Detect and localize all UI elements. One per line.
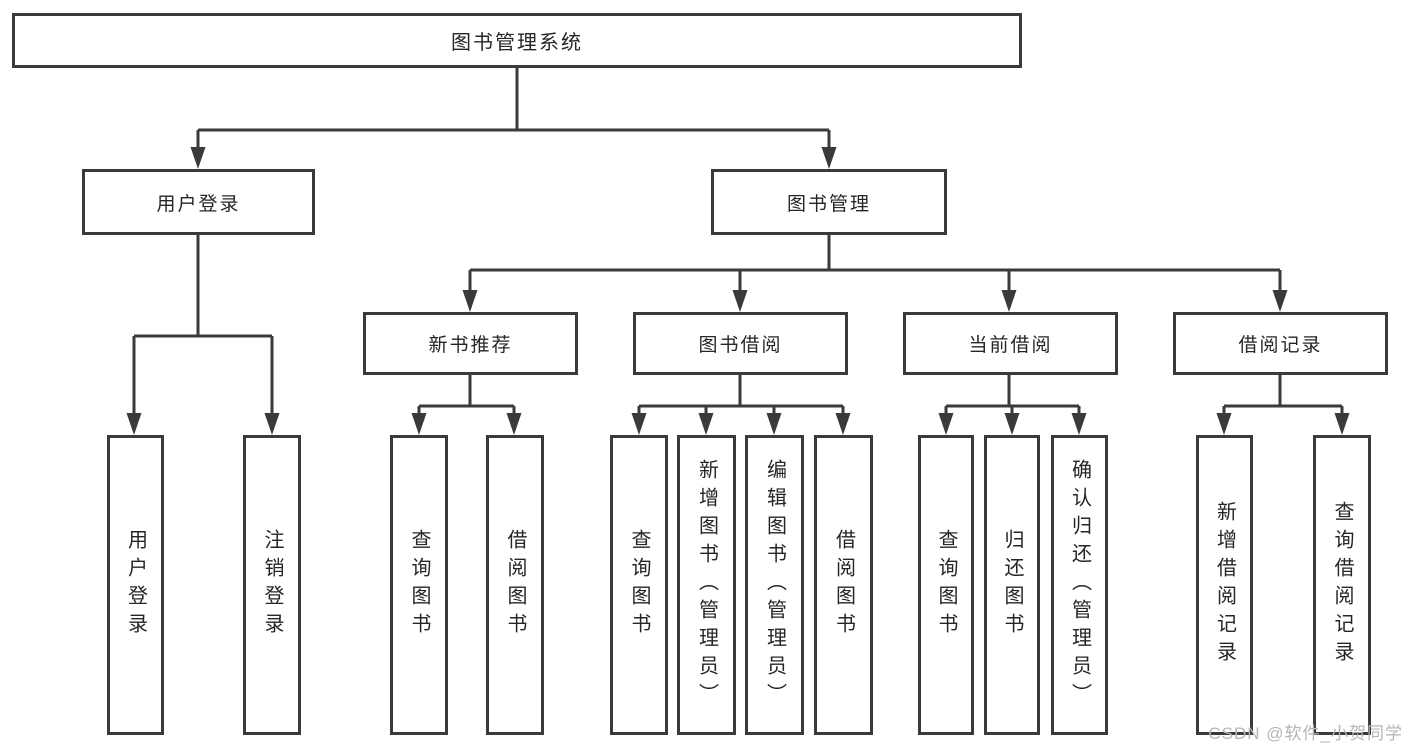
node-current-borrow: 当前借阅 (903, 312, 1118, 375)
leaf-query-books-borrow: 查询图书 (610, 435, 668, 735)
node-new-book-recommend: 新书推荐 (363, 312, 578, 375)
node-user-login: 用户登录 (82, 169, 315, 235)
leaf-logout: 注销登录 (243, 435, 301, 735)
csdn-watermark: CSDN @软件_小贺同学 (1208, 724, 1403, 743)
arrowheads (126, 147, 1350, 435)
leaf-query-borrow-record: 查询借阅记录 (1313, 435, 1371, 735)
leaf-borrow-books: 借阅图书 (814, 435, 873, 735)
leaf-edit-book-admin: 编辑图书（管理员） (745, 435, 804, 735)
node-root-system: 图书管理系统 (12, 13, 1022, 68)
node-borrow-records: 借阅记录 (1173, 312, 1388, 375)
node-book-management: 图书管理 (711, 169, 947, 235)
leaf-add-book-admin: 新增图书（管理员） (677, 435, 736, 735)
leaf-query-books-recommend: 查询图书 (390, 435, 448, 735)
leaf-add-borrow-record: 新增借阅记录 (1196, 435, 1253, 735)
node-book-borrow: 图书借阅 (633, 312, 848, 375)
leaf-user-login: 用户登录 (107, 435, 164, 735)
leaf-confirm-return-admin: 确认归还（管理员） (1051, 435, 1108, 735)
leaf-borrow-books-recommend: 借阅图书 (486, 435, 544, 735)
leaf-return-book: 归还图书 (984, 435, 1040, 735)
leaf-query-books-current: 查询图书 (918, 435, 974, 735)
